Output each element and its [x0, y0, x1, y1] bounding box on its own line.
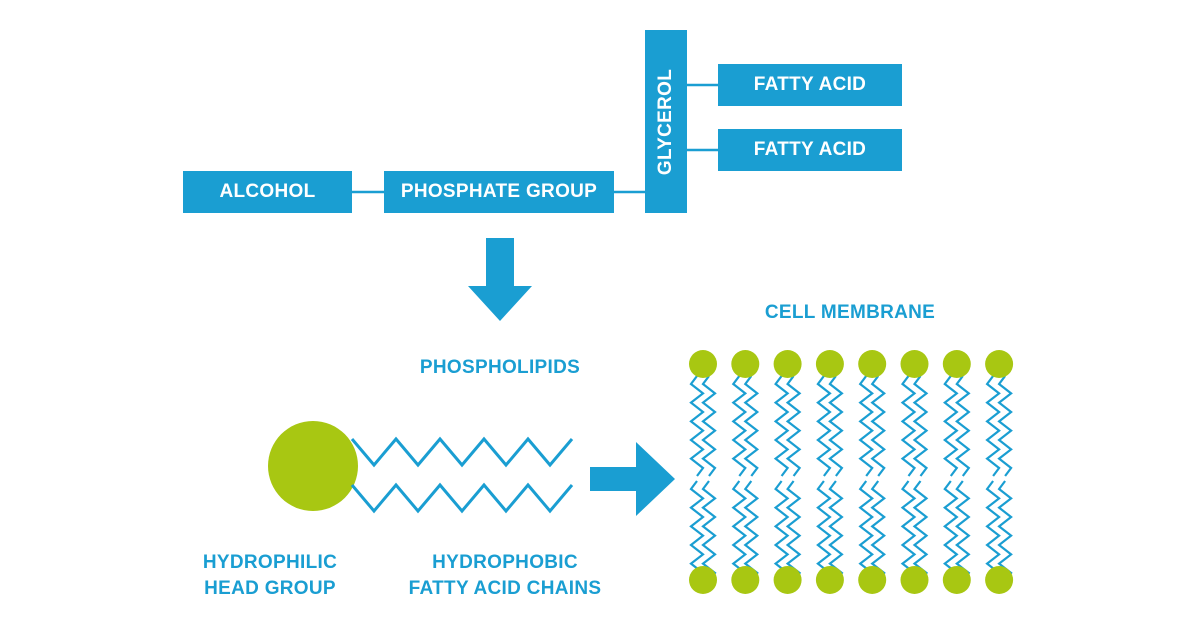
membrane-upper-tail-a [985, 375, 1001, 477]
membrane-upper-tail-b [955, 375, 971, 477]
cell-membrane-title: CELL MEMBRANE [764, 302, 936, 323]
down-arrow [468, 238, 532, 321]
hydrophobic-chains-line2: FATTY ACID CHAINS [408, 578, 602, 599]
membrane-lower-head [773, 566, 802, 594]
phospholipids-title: PHOSPHOLIPIDS [419, 357, 581, 378]
membrane-lower-head [731, 566, 760, 594]
membrane-upper-tail-a [900, 375, 917, 477]
membrane-lower-tail-b [870, 480, 886, 582]
phosphate-group-box: PHOSPHATE GROUP [384, 171, 614, 213]
alcohol-label: ALCOHOL [219, 181, 316, 202]
cell-membrane-bilayer [689, 350, 1014, 594]
membrane-lower-head [900, 566, 929, 594]
fatty-acid-box-1: FATTY ACID [718, 64, 902, 106]
membrane-lower-tail-a [731, 480, 748, 582]
membrane-lower-tail-a [985, 480, 1001, 582]
membrane-upper-tail-a [858, 375, 874, 477]
membrane-lower-head [985, 566, 1014, 594]
membrane-lower-head [689, 566, 717, 594]
membrane-upper-head [773, 350, 802, 378]
hydrophobic-tails [350, 436, 574, 514]
membrane-upper-tail-b [785, 375, 802, 477]
fatty-acid-box-2: FATTY ACID [718, 129, 902, 171]
membrane-upper-tail-b [912, 375, 929, 477]
membrane-upper-tail-b [743, 375, 760, 477]
fatty-acid-label-2: FATTY ACID [753, 139, 867, 160]
membrane-lower-tail-a [900, 480, 917, 582]
hydrophilic-head-label: HYDROPHILIC HEAD GROUP [170, 550, 370, 602]
hydrophobic-tail-upper [350, 436, 574, 468]
membrane-upper-head [731, 350, 760, 378]
membrane-upper-tail-b [870, 375, 886, 477]
hydrophobic-tail-lower [350, 482, 574, 514]
membrane-upper-head [689, 350, 717, 378]
phosphate-group-label: PHOSPHATE GROUP [400, 181, 598, 202]
membrane-lower-tail-b [912, 480, 929, 582]
membrane-lower-tail-a [816, 480, 832, 582]
membrane-upper-tail-b [997, 375, 1013, 477]
alcohol-box: ALCOHOL [183, 171, 352, 213]
membrane-lower-tail-a [858, 480, 874, 582]
membrane-lower-tail-a [943, 480, 959, 582]
membrane-lower-head [815, 566, 844, 594]
hydrophilic-head-line1: HYDROPHILIC [202, 552, 338, 573]
membrane-upper-head [900, 350, 929, 378]
membrane-upper-head [985, 350, 1014, 378]
membrane-upper-tail-a [689, 375, 705, 477]
membrane-upper-tail-b [701, 375, 717, 477]
right-arrow [590, 442, 675, 516]
membrane-lower-head [858, 566, 887, 594]
membrane-lower-tail-b [701, 480, 717, 582]
membrane-lower-head [942, 566, 971, 594]
membrane-upper-tail-a [816, 375, 832, 477]
membrane-upper-head [858, 350, 887, 378]
membrane-upper-head [942, 350, 971, 378]
membrane-upper-tail-b [828, 375, 844, 477]
membrane-upper-tail-a [731, 375, 748, 477]
membrane-lower-tail-a [773, 480, 790, 582]
membrane-lower-tail-b [955, 480, 971, 582]
glycerol-box: GLYCEROL [645, 30, 687, 213]
glycerol-label: GLYCEROL [655, 68, 676, 175]
membrane-upper-tail-a [943, 375, 959, 477]
membrane-lower-tail-b [785, 480, 802, 582]
membrane-lower-tail-b [997, 480, 1013, 582]
hydrophobic-chains-line1: HYDROPHOBIC [432, 552, 578, 573]
membrane-lower-tail-b [828, 480, 844, 582]
fatty-acid-label-1: FATTY ACID [753, 74, 867, 95]
hydrophobic-chains-label: HYDROPHOBIC FATTY ACID CHAINS [380, 550, 630, 602]
hydrophilic-head-line2: HEAD GROUP [204, 578, 336, 599]
hydrophilic-head-circle [268, 421, 358, 511]
membrane-lower-tail-a [689, 480, 705, 582]
membrane-upper-tail-a [773, 375, 790, 477]
membrane-lower-tail-b [743, 480, 760, 582]
membrane-upper-head [815, 350, 844, 378]
